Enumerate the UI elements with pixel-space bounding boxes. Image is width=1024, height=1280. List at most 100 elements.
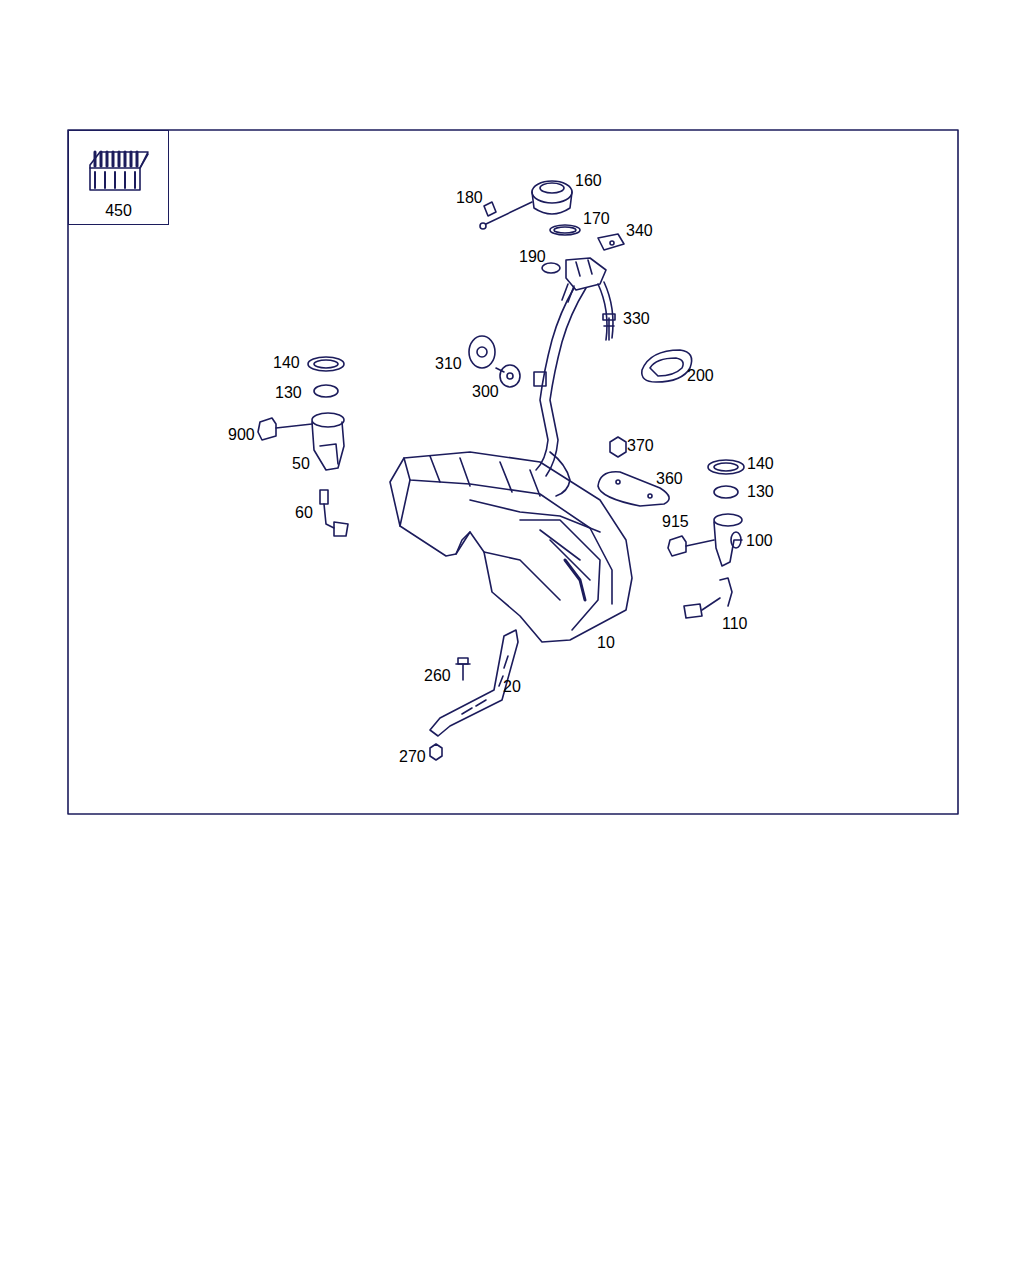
seal-ring	[550, 225, 580, 235]
drawing-stroke	[276, 424, 312, 428]
drawing-stroke	[720, 578, 732, 606]
drawing-stroke	[576, 260, 592, 276]
drawing-stroke	[554, 227, 576, 233]
drawing-stroke	[95, 152, 137, 166]
drawing-stroke	[324, 504, 334, 528]
callout-number: 100	[746, 532, 773, 550]
drawing-stroke	[540, 530, 590, 580]
drawing-stroke	[320, 490, 328, 504]
callout-number: 370	[627, 437, 654, 455]
fuel-tank	[390, 452, 632, 642]
drawing-stroke	[334, 522, 348, 536]
drawing-stroke	[95, 172, 135, 188]
frame	[68, 130, 958, 814]
foam-block-icon	[90, 152, 148, 190]
filler-cap	[480, 181, 572, 229]
drawing-stroke	[668, 536, 686, 556]
drawing-stroke	[456, 532, 470, 554]
drawing-stroke	[616, 480, 620, 484]
grommet	[469, 336, 520, 387]
drawing-stroke	[470, 500, 600, 532]
drawing-stroke	[312, 413, 344, 427]
drawing-stroke	[714, 514, 742, 526]
drawing-stroke	[702, 598, 720, 610]
drawing-stroke	[469, 336, 495, 368]
drawing-stroke	[714, 463, 738, 471]
callout-number: 260	[424, 667, 451, 685]
drawing-stroke	[314, 385, 338, 397]
drawing-stroke	[507, 373, 513, 379]
drawing-stroke	[390, 452, 632, 642]
callout-number: 360	[656, 470, 683, 488]
drawing-stroke	[686, 540, 714, 546]
callout-number: 130	[747, 483, 774, 501]
drawing-stroke	[534, 372, 546, 386]
drawing-stroke	[708, 460, 744, 474]
callout-number: 310	[435, 355, 462, 373]
drawing-stroke	[603, 314, 615, 320]
drawing-stroke	[477, 347, 487, 357]
drawing-stroke	[648, 494, 652, 498]
drawing-stroke	[456, 664, 470, 680]
nut	[610, 437, 626, 457]
screw	[604, 318, 614, 340]
callout-number: 450	[69, 202, 168, 220]
drawing-stroke	[480, 223, 486, 229]
callout-number: 200	[687, 367, 714, 385]
callout-number: 160	[575, 172, 602, 190]
callout-number: 300	[472, 383, 499, 401]
callout-number: 140	[747, 455, 774, 473]
drawing-stroke	[258, 418, 276, 440]
drawing-stroke	[458, 658, 468, 664]
drawing-stroke	[562, 284, 574, 302]
callout-number: 170	[583, 210, 610, 228]
drawing-stroke	[540, 183, 564, 193]
callout-number: 20	[503, 678, 521, 696]
drawing-stroke	[546, 288, 586, 476]
drawing-stroke	[320, 444, 338, 464]
drawing-stroke	[532, 192, 572, 214]
callout-number: 10	[597, 634, 615, 652]
drawing-stroke	[532, 181, 572, 203]
drawing-stroke	[714, 522, 742, 566]
drawing-stroke	[496, 368, 504, 372]
callout-number: 330	[623, 310, 650, 328]
drawing-stroke	[500, 365, 520, 387]
callout-number: 270	[399, 748, 426, 766]
callout-number: 60	[295, 504, 313, 522]
callout-number: 50	[292, 455, 310, 473]
callout-number: 915	[662, 513, 689, 531]
drawing-stroke	[68, 130, 958, 814]
callout-number: 340	[626, 222, 653, 240]
drawing-stroke	[400, 480, 410, 526]
drawing-stroke	[484, 202, 496, 216]
callout-number: 190	[519, 248, 546, 266]
drawing-stroke	[536, 288, 574, 470]
drawing-stroke	[484, 552, 560, 600]
drawing-stroke	[566, 258, 606, 290]
drawing-stroke	[312, 422, 344, 470]
drawing-stroke	[714, 486, 738, 498]
drawing-stroke	[598, 284, 607, 340]
inset-box: 450	[68, 130, 169, 225]
callout-number: 130	[275, 384, 302, 402]
drawing-stroke	[308, 357, 344, 371]
callout-number: 180	[456, 189, 483, 207]
drawing-stroke	[565, 560, 585, 600]
filler-pipe	[534, 258, 613, 496]
drawing-stroke	[430, 456, 540, 496]
drawing-stroke	[90, 152, 148, 190]
callout-number: 900	[228, 426, 255, 444]
drawing-stroke	[520, 520, 600, 630]
cover	[642, 350, 692, 382]
fuel-pump-left	[258, 357, 348, 536]
drawing-stroke	[314, 360, 338, 368]
callout-number: 140	[273, 354, 300, 372]
drawing-stroke	[731, 532, 741, 548]
callout-number: 110	[722, 615, 748, 633]
drawing-stroke	[610, 241, 614, 245]
drawing-stroke	[684, 604, 702, 618]
drawing-stroke	[650, 358, 683, 376]
